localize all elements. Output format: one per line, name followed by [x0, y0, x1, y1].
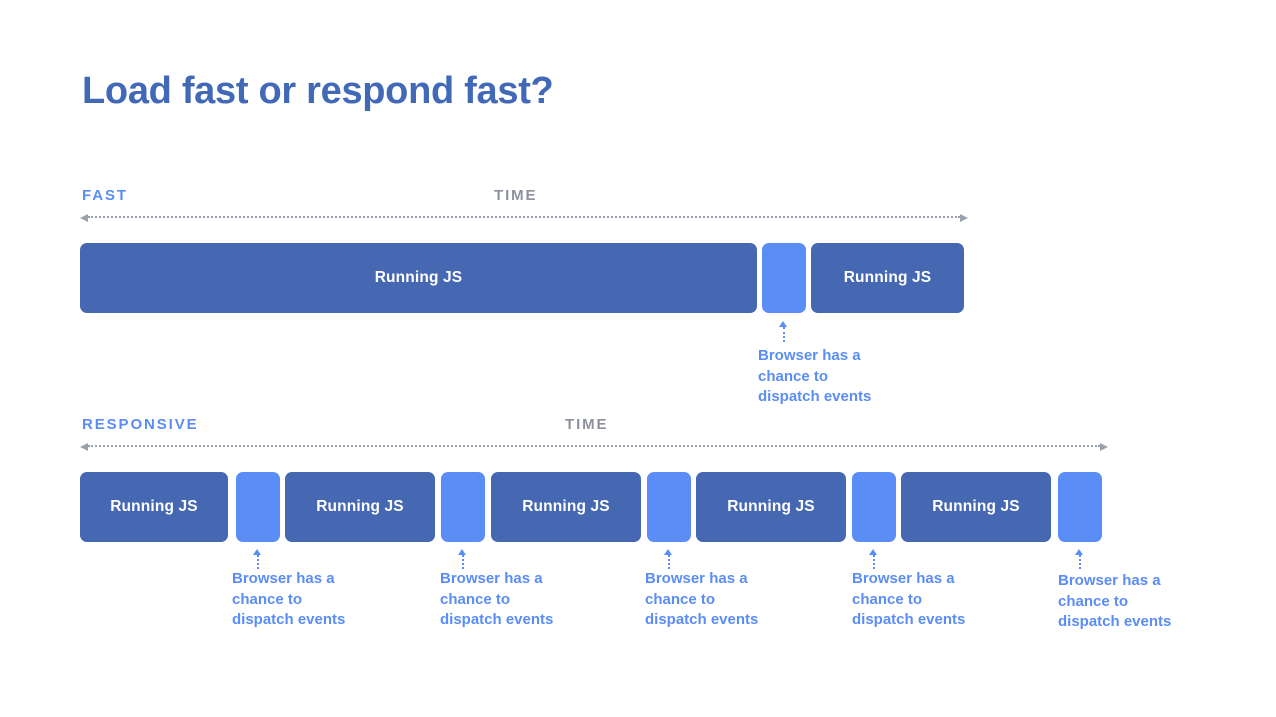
time-axis-fast [80, 214, 968, 222]
callout-text: Browser has a chance to dispatch events [232, 570, 346, 628]
callout-arrow-up-icon [458, 549, 466, 555]
callout-text: Browser has a chance to dispatch events [852, 570, 966, 628]
callout-arrow-up-icon [779, 321, 787, 327]
callout-stem [668, 555, 670, 569]
block-running-js[interactable]: Running JS [80, 243, 757, 313]
callout-arrow-up-icon [1075, 549, 1083, 555]
block-running-js[interactable]: Running JS [811, 243, 964, 313]
axis-arrow-right-icon [1100, 443, 1108, 451]
axis-arrow-left-icon [80, 443, 88, 451]
block-idle-gap[interactable] [441, 472, 485, 542]
callout-text: Browser has a chance to dispatch events [758, 347, 872, 405]
axis-arrow-right-icon [960, 214, 968, 222]
block-idle-gap[interactable] [1058, 472, 1102, 542]
callout-stem [1079, 555, 1081, 569]
callout-arrow-up-icon [253, 549, 261, 555]
axis-arrow-left-icon [80, 214, 88, 222]
callout-stem [783, 327, 785, 342]
block-idle-gap[interactable] [236, 472, 280, 542]
block-idle-gap[interactable] [647, 472, 691, 542]
callout-arrow-up-icon [869, 549, 877, 555]
callout-text: Browser has a chance to dispatch events [645, 570, 759, 628]
page-title: Load fast or respond fast? [82, 70, 554, 112]
callout-text: Browser has a chance to dispatch events [1058, 572, 1172, 630]
callout-arrow-up-icon [664, 549, 672, 555]
callout-text: Browser has a chance to dispatch events [440, 570, 554, 628]
state-label-responsive: RESPONSIVE [82, 416, 199, 433]
block-running-js[interactable]: Running JS [696, 472, 846, 542]
time-axis-responsive [80, 443, 1108, 451]
callout-stem [257, 555, 259, 569]
block-idle-gap[interactable] [852, 472, 896, 542]
block-running-js[interactable]: Running JS [491, 472, 641, 542]
block-idle-gap[interactable] [762, 243, 806, 313]
time-label-responsive: TIME [565, 416, 609, 433]
block-running-js[interactable]: Running JS [901, 472, 1051, 542]
callout-stem [462, 555, 464, 569]
block-running-js[interactable]: Running JS [285, 472, 435, 542]
block-running-js[interactable]: Running JS [80, 472, 228, 542]
time-label-fast: TIME [494, 187, 538, 204]
state-label-fast: FAST [82, 187, 128, 204]
callout-stem [873, 555, 875, 569]
